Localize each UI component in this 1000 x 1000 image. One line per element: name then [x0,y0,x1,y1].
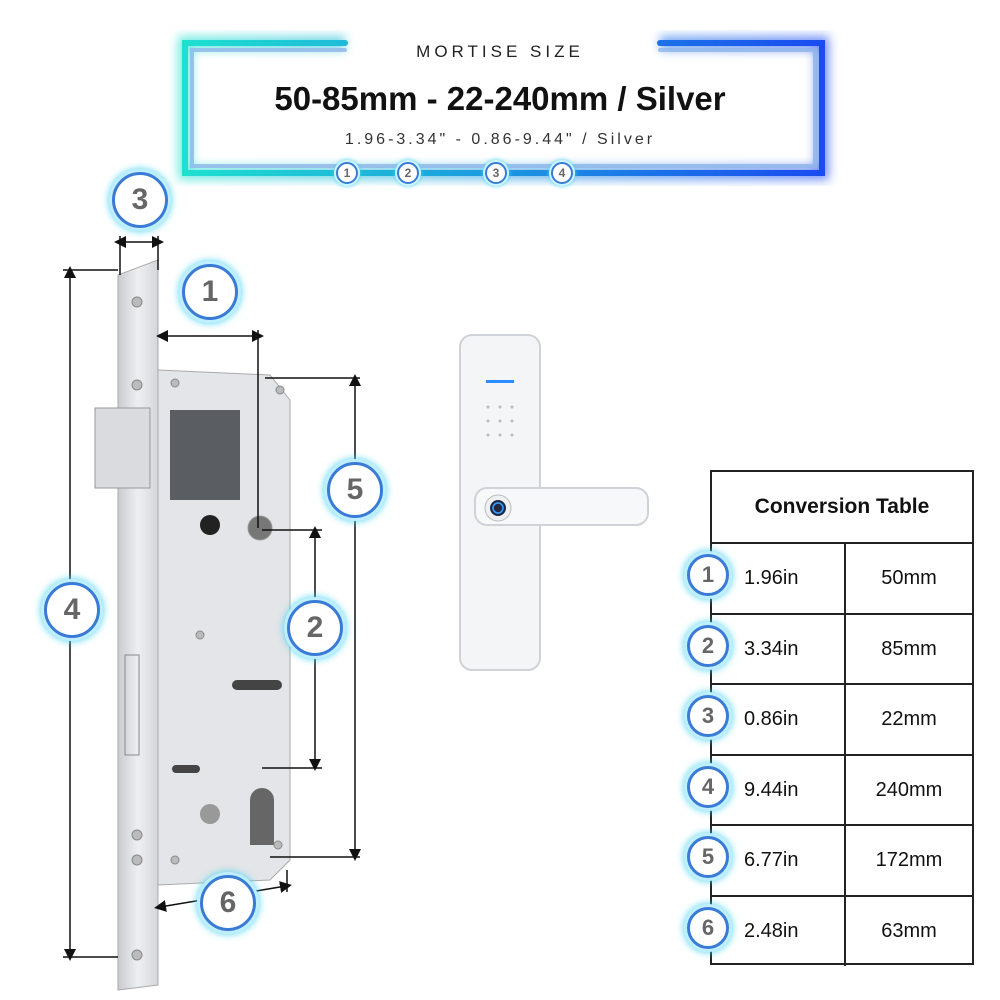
table-row: 3.34in 85mm [712,612,972,684]
table-row-badge: 2 [687,624,729,667]
table-row: 9.44in 240mm [712,753,972,825]
banner-marker-3: 3 [485,162,507,184]
dimension-badge-4: 4 [44,582,100,638]
table-row: 0.86in 22mm [712,683,972,754]
mm-cell: 50mm [844,544,972,613]
table-row: 1.96in 50mm [712,542,972,613]
inches-cell: 9.44in [744,778,799,801]
banner-label: MORTISE SIZE [416,42,584,61]
banner-title: 50-85mm - 22-240mm / Silver [274,80,726,117]
table-row-badge: 5 [687,836,729,878]
inches-cell: 3.34in [744,637,799,660]
dimension-badge-5: 5 [327,462,383,518]
dimension-badge-2: 2 [287,600,343,656]
table-row: 2.48in 63mm [712,894,972,966]
table-row-badge: 3 [687,695,729,737]
inches-cell: 6.77in [744,849,799,871]
inches-cell: 0.86in [744,708,799,730]
mortise-lock-diagram [63,236,361,991]
table-row: 6.77in 172mm [712,824,972,895]
table-row-badge: 4 [687,765,729,808]
mm-cell: 240mm [844,755,972,825]
banner-marker-4: 4 [551,162,573,184]
mm-cell: 172mm [844,826,972,895]
inches-cell: 2.48in [744,919,799,942]
banner-marker-1: 1 [336,162,358,184]
inches-cell: 1.96in [744,567,799,589]
dimension-badge-6: 6 [200,875,256,931]
mm-cell: 22mm [844,685,972,754]
table-row-badge: 1 [687,554,729,596]
dimension-badge-3: 3 [112,172,168,228]
mm-cell: 85mm [844,614,972,684]
conversion-table-title: Conversion Table [754,495,930,518]
mm-cell: 63mm [844,896,972,966]
smart-lock-image [459,334,649,671]
banner-marker-2: 2 [397,162,419,184]
dimension-badge-1: 1 [182,264,238,320]
banner-subtitle: 1.96-3.34" - 0.86-9.44" / Silver [344,131,656,148]
table-row-badge: 6 [687,906,729,949]
